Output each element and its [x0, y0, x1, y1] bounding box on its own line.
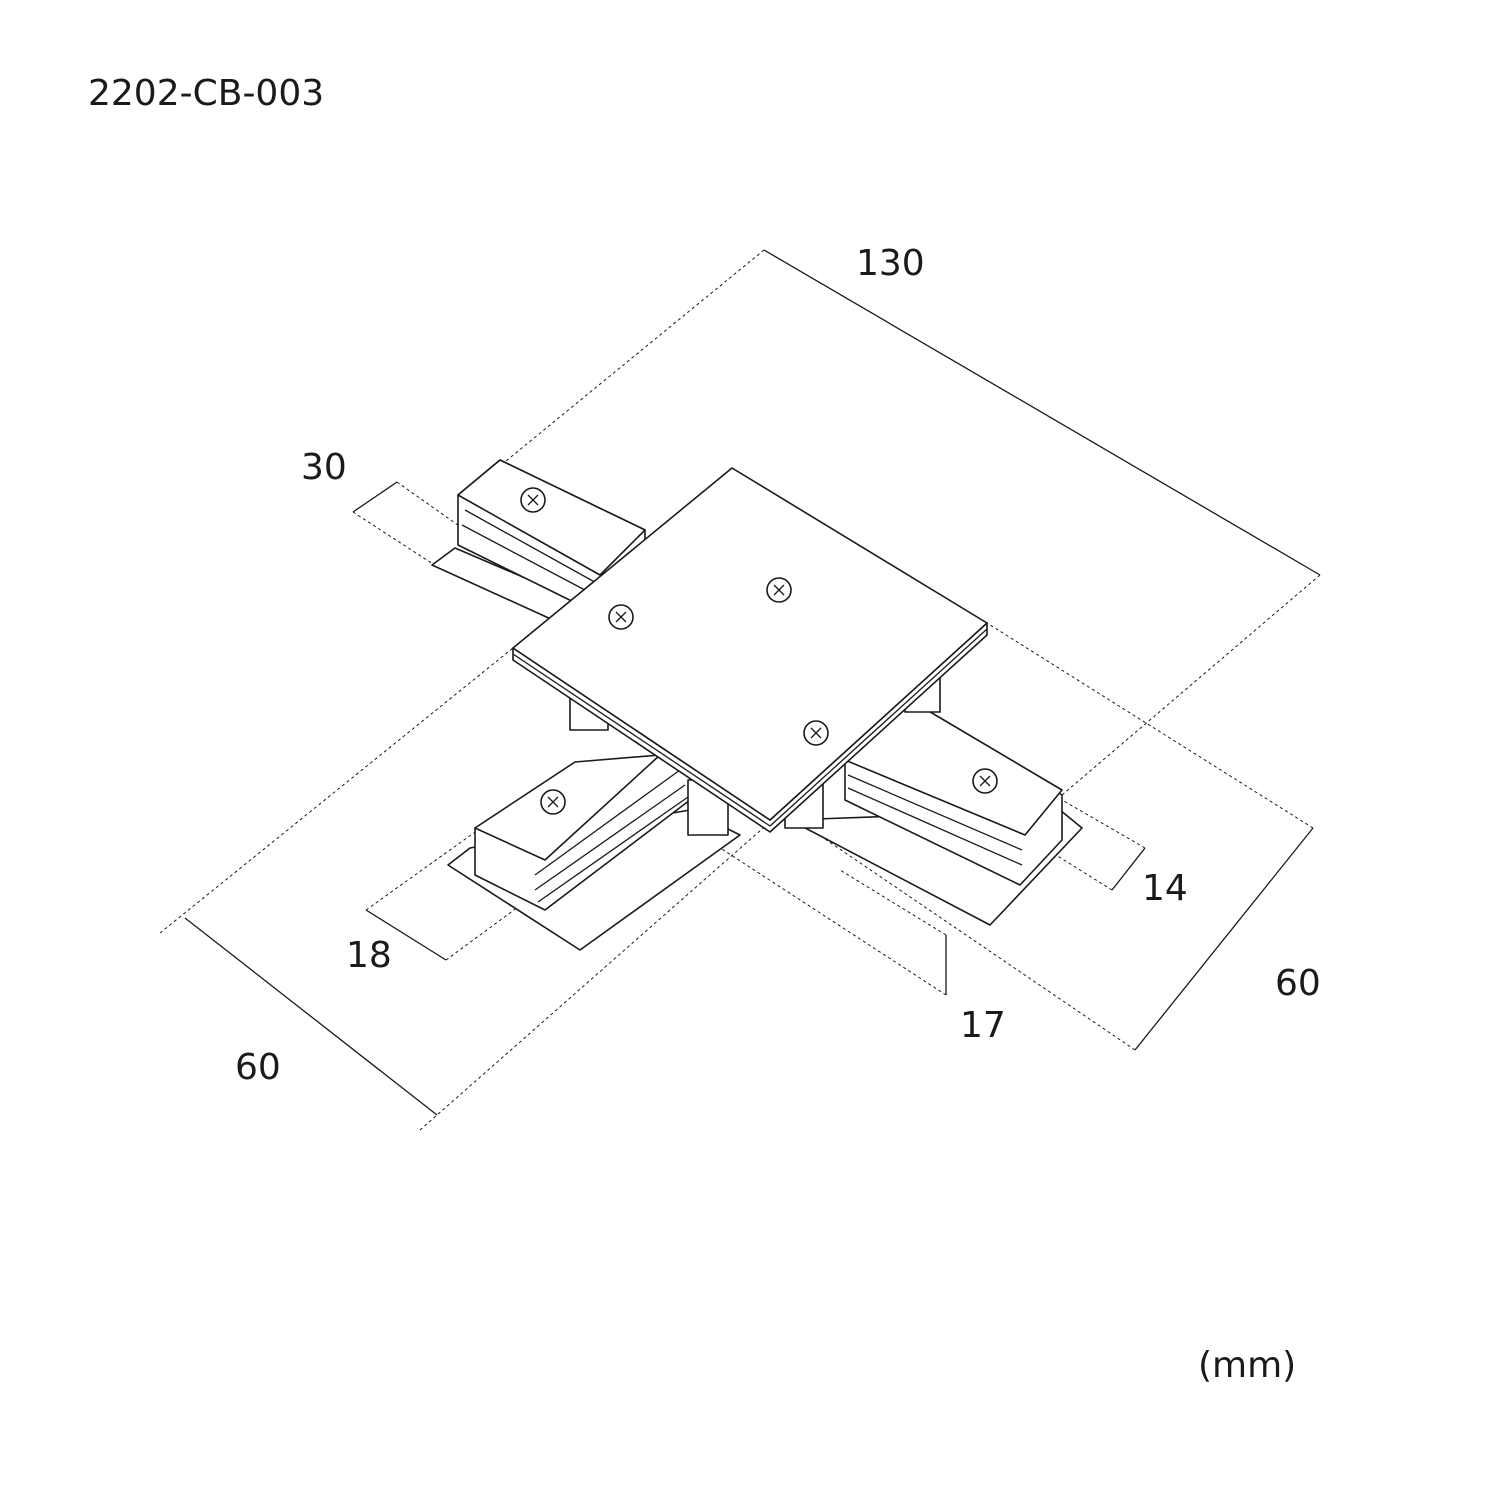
- screw-icon: [766, 577, 792, 603]
- dim-line-130: [763, 249, 1321, 576]
- screw-icon: [972, 768, 998, 794]
- dim-line-30: [352, 481, 398, 513]
- dim-line-60-right: [1134, 827, 1314, 1051]
- dim-label-17: 17: [960, 1005, 1006, 1046]
- screw-icon: [520, 487, 546, 513]
- dim-line-14: [1111, 847, 1146, 891]
- dim-label-14: 14: [1142, 868, 1188, 909]
- screw-icon: [608, 604, 634, 630]
- part-number: 2202-CB-003: [88, 73, 325, 114]
- dim-label-60-right: 60: [1275, 963, 1321, 1004]
- back-left-arm: [431, 459, 646, 631]
- dim-line-60-left: [184, 917, 438, 1116]
- dim-label-18: 18: [346, 935, 392, 976]
- dim-label-30: 30: [301, 447, 347, 488]
- front-left-arm: [447, 754, 741, 951]
- dimension-lines: [159, 249, 1321, 1131]
- screw-icon: [540, 789, 566, 815]
- unit-label: (mm): [1198, 1345, 1297, 1386]
- dim-line-18: [365, 909, 447, 961]
- dim-label-60-left: 60: [235, 1047, 281, 1088]
- dim-label-130: 130: [856, 243, 925, 284]
- center-plate: [512, 467, 988, 833]
- screws: [520, 487, 998, 815]
- screw-icon: [803, 720, 829, 746]
